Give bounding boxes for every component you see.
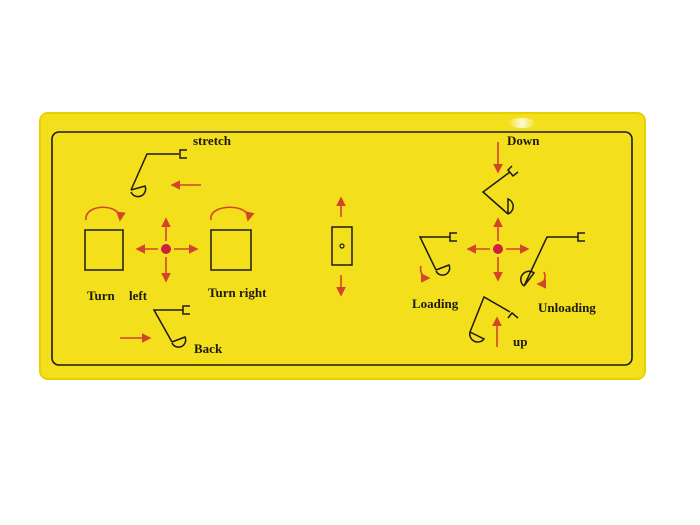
turn-right-group: Turn right xyxy=(208,206,267,300)
stretch-label: stretch xyxy=(193,133,232,148)
bucket-arm-unloading-icon xyxy=(520,232,585,287)
turn-right-label: Turn right xyxy=(208,285,267,300)
bucket-arm-back-icon xyxy=(152,305,190,348)
up-label: up xyxy=(513,334,527,349)
rotate-arrow-icon xyxy=(85,206,126,222)
up-group: up xyxy=(468,295,527,349)
inner-border xyxy=(51,131,633,366)
stretch-group: stretch xyxy=(130,133,232,198)
bucket-arm-loading-icon xyxy=(418,232,457,276)
rotate-arrow-icon xyxy=(210,206,255,222)
square-icon xyxy=(210,229,252,271)
down-label: Down xyxy=(507,133,540,148)
curl-arrow-icon xyxy=(419,265,431,283)
turn-left-group: Turn left xyxy=(84,206,148,303)
plate-edge xyxy=(39,112,646,380)
bucket-arm-stretch-icon xyxy=(130,149,187,198)
bucket-arm-down-icon xyxy=(481,165,519,215)
right-joystick-icon xyxy=(466,217,530,282)
back-label: Back xyxy=(194,341,223,356)
left-joystick-icon xyxy=(135,217,199,283)
back-group: Back xyxy=(120,305,223,356)
bucket-arm-up-icon xyxy=(468,295,519,343)
loading-group: Loading xyxy=(412,232,459,311)
glare-reflection xyxy=(508,118,536,128)
middle-switch-icon xyxy=(331,196,353,297)
down-group: Down xyxy=(481,133,540,215)
loading-label: Loading xyxy=(412,296,459,311)
unloading-label: Unloading xyxy=(538,300,596,315)
left-label: left xyxy=(129,288,148,303)
curl-arrow-icon xyxy=(536,271,547,289)
turn-label: Turn xyxy=(87,288,115,303)
unloading-group: Unloading xyxy=(520,232,596,315)
yellow-plate xyxy=(40,113,645,379)
square-icon xyxy=(84,229,124,271)
